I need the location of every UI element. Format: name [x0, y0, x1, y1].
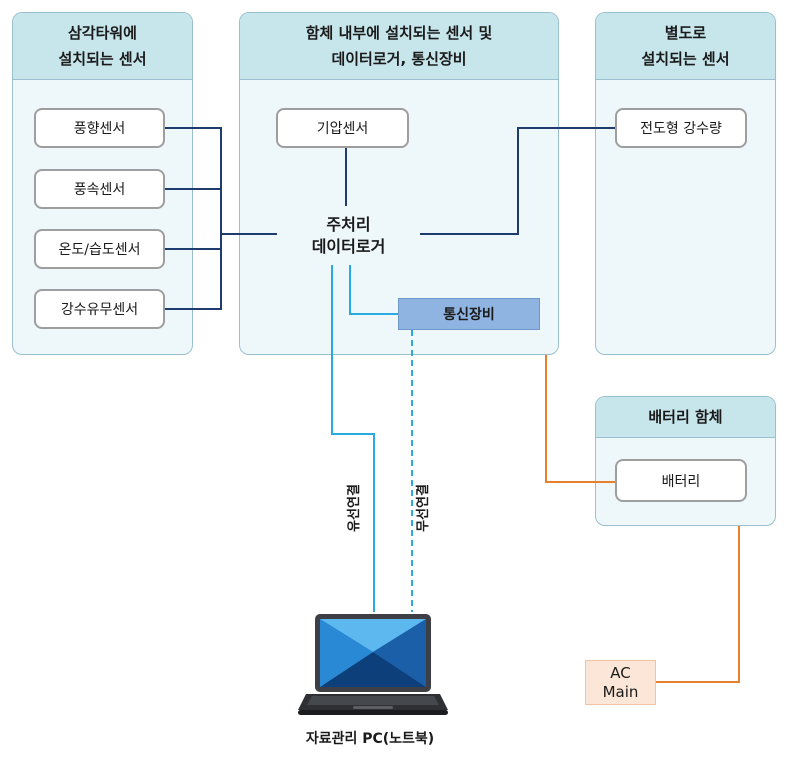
- battery-box-title: 배터리 함체: [648, 408, 723, 426]
- separate-panel-header: 별도로 설치되는 센서: [596, 13, 775, 80]
- ac-main-source: AC Main: [585, 660, 656, 705]
- ac-label-line2: Main: [602, 682, 639, 701]
- tower-panel-title-line1: 삼각타워에: [67, 24, 137, 42]
- main-data-logger: 주처리 데이터로거: [277, 206, 420, 265]
- internal-panel-header: 함체 내부에 설치되는 센서 및 데이터로거, 통신장비: [240, 13, 558, 80]
- internal-panel-title-line1: 함체 내부에 설치되는 센서 및: [305, 24, 493, 42]
- wired-connection-label: 유선연결: [347, 484, 362, 532]
- separate-panel-title-line1: 별도로: [664, 24, 707, 42]
- internal-panel-title-line2: 데이터로거, 통신장비: [331, 50, 467, 68]
- tower-panel-title-line2: 설치되는 센서: [58, 50, 147, 68]
- communication-equipment: 통신장비: [398, 298, 540, 330]
- wireless-connection-label: 무선연결: [416, 484, 431, 532]
- separate-sensor-panel: 별도로 설치되는 센서: [595, 12, 776, 355]
- logger-label-line1: 주처리: [326, 214, 371, 234]
- separate-panel-title-line2: 설치되는 센서: [641, 50, 730, 68]
- laptop-caption: 자료관리 PC(노트북): [305, 731, 435, 747]
- laptop-icon: [298, 614, 448, 715]
- battery-unit: 배터리: [615, 459, 747, 502]
- battery-box-header: 배터리 함체: [596, 397, 775, 438]
- precipitation-detector-sensor: 강수유무센서: [34, 289, 165, 329]
- temperature-humidity-sensor: 온도/습도센서: [34, 229, 165, 269]
- ac-to-battery-wire: [656, 526, 740, 683]
- wind-speed-sensor: 풍속센서: [34, 169, 165, 209]
- tower-panel-header: 삼각타워에 설치되는 센서: [13, 13, 192, 80]
- pressure-sensor: 기압센서: [276, 108, 409, 148]
- logger-label-line2: 데이터로거: [311, 236, 386, 256]
- ac-label-line1: AC: [610, 663, 631, 682]
- rain-gauge-sensor: 전도형 강수량: [615, 108, 747, 148]
- wind-direction-sensor: 풍향센서: [34, 108, 165, 148]
